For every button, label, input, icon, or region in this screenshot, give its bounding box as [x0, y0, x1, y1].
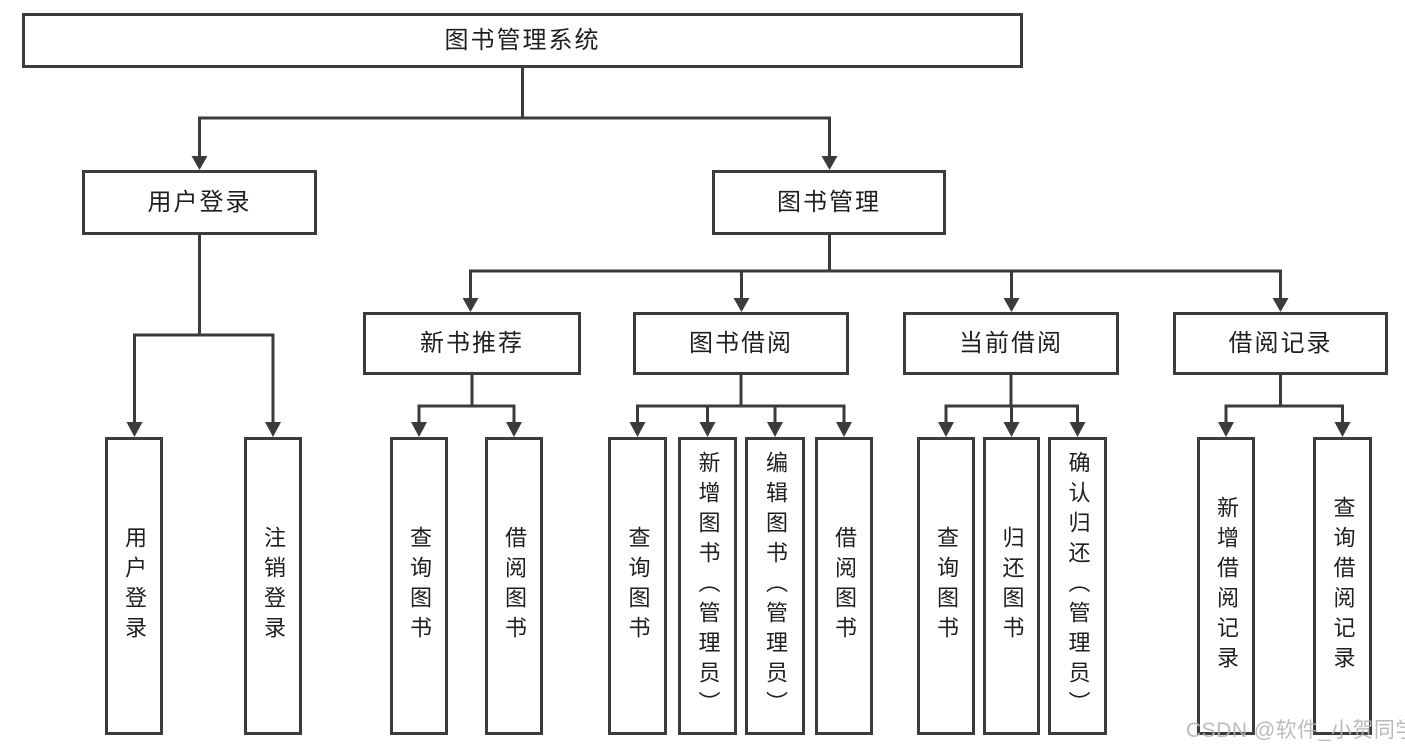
leaf-bb-query-books-label: 查询图书 — [625, 526, 651, 646]
node-user-login-label: 用户登录 — [147, 188, 252, 216]
leaf-cb-return-books: 归还图书 — [983, 437, 1040, 735]
connector-user-login-children — [133, 235, 275, 422]
node-book-borrow-label: 图书借阅 — [689, 329, 793, 357]
leaf-user-login: 用户登录 — [105, 437, 163, 735]
node-borrow-records: 借阅记录 — [1173, 312, 1388, 375]
leaf-cb-query-books-label: 查询图书 — [934, 526, 959, 646]
leaf-br-add-record-label: 新增借阅记录 — [1214, 496, 1239, 676]
leaf-bb-edit-books-admin: 编辑图书（管理员） — [745, 437, 805, 735]
node-user-login: 用户登录 — [82, 170, 317, 235]
arrowhead-current-borrow — [1003, 298, 1020, 312]
csdn-watermark: CSDN @软件_小贺同学 — [1186, 719, 1405, 742]
leaf-cb-return-books-label: 归还图书 — [999, 526, 1025, 646]
arrowhead-nbr-borrow — [506, 422, 522, 437]
connector-root-to-level2 — [198, 68, 831, 156]
arrowhead-book-management — [821, 156, 838, 170]
node-book-management-label: 图书管理 — [777, 188, 881, 216]
node-current-borrow: 当前借阅 — [903, 312, 1119, 375]
leaf-logout: 注销登录 — [244, 437, 302, 735]
arrowhead-leaf-login — [126, 422, 143, 437]
leaf-nbr-query-books: 查询图书 — [390, 437, 448, 735]
arrowhead-new-book-recommend — [462, 298, 479, 312]
connector-book-management-children — [469, 235, 1282, 298]
leaf-nbr-query-books-label: 查询图书 — [407, 526, 432, 646]
arrowhead-cb-return — [1003, 422, 1020, 437]
arrowhead-book-borrow — [733, 298, 750, 312]
connector-new-book-recommend-children — [417, 375, 516, 422]
leaf-br-query-record-label: 查询借阅记录 — [1330, 496, 1356, 676]
arrowhead-br-add — [1218, 422, 1234, 437]
leaf-bb-borrow-books-label: 借阅图书 — [832, 526, 857, 646]
node-new-book-recommend: 新书推荐 — [363, 312, 581, 375]
arrowhead-bb-edit — [767, 422, 783, 437]
arrowhead-bb-add — [699, 422, 716, 437]
arrowhead-borrow-records — [1272, 298, 1289, 312]
leaf-br-add-record: 新增借阅记录 — [1197, 437, 1255, 735]
leaf-bb-edit-books-admin-label: 编辑图书（管理员） — [763, 451, 788, 721]
leaf-user-login-label: 用户登录 — [122, 526, 147, 646]
arrowhead-cb-confirm — [1069, 422, 1086, 437]
connector-current-borrow-children — [944, 375, 1079, 422]
connector-book-borrow-children — [636, 375, 846, 422]
arrowhead-user-login — [191, 156, 208, 170]
arrowhead-leaf-logout — [265, 422, 281, 437]
node-book-management: 图书管理 — [712, 170, 946, 235]
leaf-bb-add-books-admin: 新增图书（管理员） — [678, 437, 737, 735]
leaf-logout-label: 注销登录 — [261, 526, 286, 646]
arrowhead-br-query — [1334, 422, 1351, 437]
leaf-bb-add-books-admin-label: 新增图书（管理员） — [695, 451, 721, 721]
leaf-br-query-record: 查询借阅记录 — [1313, 437, 1372, 735]
leaf-cb-confirm-return-admin-label: 确认归还（管理员） — [1065, 451, 1091, 721]
arrowhead-bb-borrow — [836, 422, 852, 437]
arrowhead-bb-query — [629, 422, 646, 437]
node-new-book-recommend-label: 新书推荐 — [420, 329, 524, 357]
leaf-nbr-borrow-books: 借阅图书 — [485, 437, 543, 735]
leaf-bb-borrow-books: 借阅图书 — [815, 437, 873, 735]
leaf-cb-query-books: 查询图书 — [917, 437, 975, 735]
node-borrow-records-label: 借阅记录 — [1228, 329, 1333, 357]
node-root-label: 图书管理系统 — [444, 26, 601, 54]
node-current-borrow-label: 当前借阅 — [959, 329, 1063, 357]
leaf-nbr-borrow-books-label: 借阅图书 — [502, 526, 527, 646]
arrowhead-nbr-query — [411, 422, 427, 437]
arrowhead-cb-query — [938, 422, 954, 437]
leaf-bb-query-books: 查询图书 — [608, 437, 667, 735]
connector-borrow-records-children — [1224, 375, 1344, 422]
node-book-borrow: 图书借阅 — [633, 312, 849, 375]
node-root: 图书管理系统 — [22, 13, 1023, 68]
leaf-cb-confirm-return-admin: 确认归还（管理员） — [1048, 437, 1107, 735]
